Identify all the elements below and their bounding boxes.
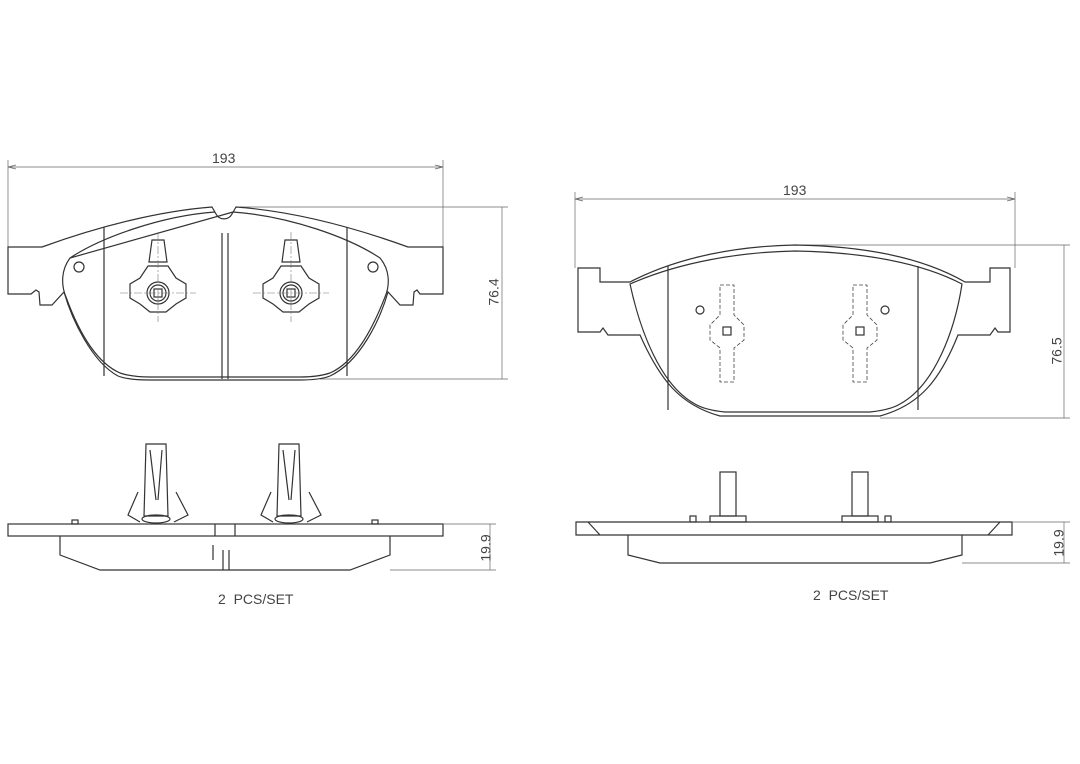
left-pad-front-view bbox=[7, 160, 508, 381]
right-pad-front-view bbox=[574, 192, 1070, 419]
left-pad-side-view bbox=[7, 443, 496, 571]
left-clip-2 bbox=[253, 232, 329, 322]
left-height-dimension: 76.4 bbox=[485, 278, 502, 306]
left-width-dimension: 193 bbox=[212, 150, 236, 166]
right-width-dimension: 193 bbox=[783, 182, 807, 198]
right-quantity-label: 2 PCS/SET bbox=[813, 587, 889, 603]
right-pad-side-view bbox=[575, 471, 1070, 564]
left-quantity-label: 2 PCS/SET bbox=[218, 591, 294, 607]
right-height-dimension: 76.5 bbox=[1048, 337, 1065, 365]
left-thickness-dimension: 19.9 bbox=[477, 534, 494, 562]
right-thickness-dimension: 19.9 bbox=[1050, 529, 1067, 557]
left-clip-1 bbox=[120, 232, 196, 322]
